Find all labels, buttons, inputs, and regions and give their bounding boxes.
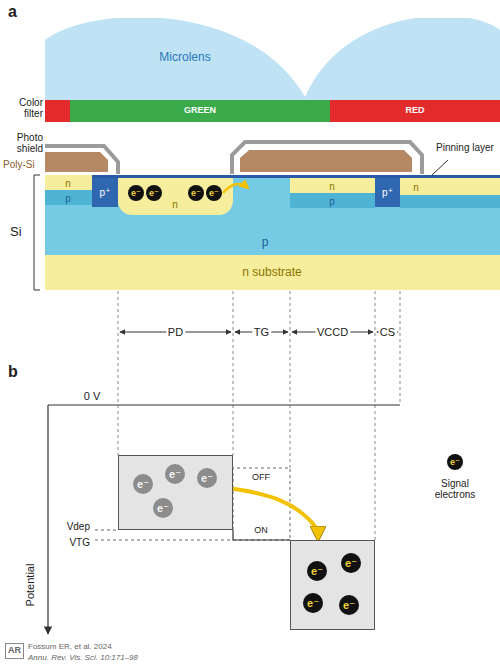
microlens: Microlens (45, 18, 500, 100)
part-name: Poly-Si (3, 159, 35, 170)
electron-symbol: e⁻ (447, 454, 463, 470)
region-name: CS (378, 326, 397, 338)
p-region: p (290, 193, 375, 208)
n-substrate: n substrate (45, 255, 500, 290)
p-well (45, 175, 500, 255)
poly-si-gate (45, 152, 108, 172)
photodiode-well: e⁻e⁻e⁻e⁻ (118, 455, 233, 530)
zero-volt-line (48, 405, 400, 406)
part-name: Color filter (3, 97, 43, 119)
electron-symbol: e⁻ (146, 185, 162, 201)
transfer-arrow-small (223, 184, 248, 193)
region-label: n substrate (242, 266, 301, 279)
n-region: n (290, 178, 375, 193)
potential-axis (47, 405, 48, 634)
region-label: p (65, 192, 71, 203)
electron-symbol: e⁻ (165, 464, 185, 484)
electron-symbol: e⁻ (128, 185, 144, 201)
electron-symbol: e⁻ (307, 561, 327, 581)
region-label: p⁺ (382, 187, 393, 198)
p-region: p (45, 190, 92, 205)
photo-shield (45, 146, 118, 174)
panel-letter: b (8, 363, 18, 381)
electron-symbol: e⁻ (188, 185, 204, 201)
region-name: VCCD (315, 326, 350, 338)
region-name: PD (166, 326, 185, 338)
color-filter: RED (330, 100, 500, 122)
red-filter-strip (45, 100, 70, 122)
axis-label: Potential (24, 564, 36, 607)
poly-si-gate (240, 150, 412, 172)
si-bracket (34, 175, 40, 290)
electron-symbol: e⁻ (339, 595, 359, 615)
region-label: n (413, 181, 419, 192)
lens-shape (45, 18, 500, 100)
electron-symbol: e⁻ (153, 498, 173, 518)
journal-logo: AR (5, 643, 24, 659)
electron-symbol: e⁻ (197, 468, 217, 488)
vccd-well: e⁻ e⁻ e⁻ e⁻ (290, 540, 375, 630)
region-label: p (329, 195, 335, 206)
citation: Fossum ER, et al. 2024 (28, 643, 112, 652)
voltage-label: VTG (69, 537, 90, 548)
region-label: n (172, 199, 178, 210)
electron-symbol: e⁻ (303, 593, 323, 613)
part-name: Si (10, 225, 22, 239)
photo-shield (232, 142, 422, 174)
panel-letter: a (8, 3, 17, 21)
electron-symbol: e⁻ (206, 185, 222, 201)
voltage-label: Vdep (67, 521, 90, 532)
color-filter: GREEN (70, 100, 330, 122)
gate-state: OFF (252, 473, 270, 483)
transfer-arrow (233, 489, 318, 539)
p-layer (400, 195, 500, 208)
lens-outline (45, 18, 500, 100)
region-name: TG (252, 326, 271, 338)
voltage-label: 0 V (84, 390, 101, 402)
electron-symbol: e⁻ (341, 553, 361, 573)
part-name: Photo shield (3, 132, 43, 154)
region-label: RED (405, 106, 424, 116)
p-plus-region: p⁺ (92, 178, 118, 207)
guide-lines (118, 291, 400, 540)
gate-state: ON (254, 526, 268, 536)
legend-note: Signal electrons (420, 478, 490, 500)
leader-line (432, 160, 448, 175)
region-label: p (262, 236, 269, 249)
photodiode-region: e⁻e⁻ne⁻e⁻ (118, 178, 233, 215)
n-region: n (400, 178, 500, 195)
part-name: Pinning layer (434, 142, 496, 153)
p-plus-region: p⁺ (375, 178, 400, 207)
region-label: GREEN (184, 106, 216, 116)
p-well-region: pnpp⁺e⁻e⁻ne⁻e⁻npp⁺n (45, 175, 500, 255)
region-label: p⁺ (100, 187, 111, 198)
region-label: Microlens (159, 51, 210, 64)
region-label: n (329, 180, 335, 191)
n-region: n (45, 175, 92, 190)
region-label: n (65, 178, 71, 189)
electron-symbol: e⁻ (133, 474, 153, 494)
citation: Annu. Rev. Vis. Sci. 10:171–98 (28, 654, 138, 663)
